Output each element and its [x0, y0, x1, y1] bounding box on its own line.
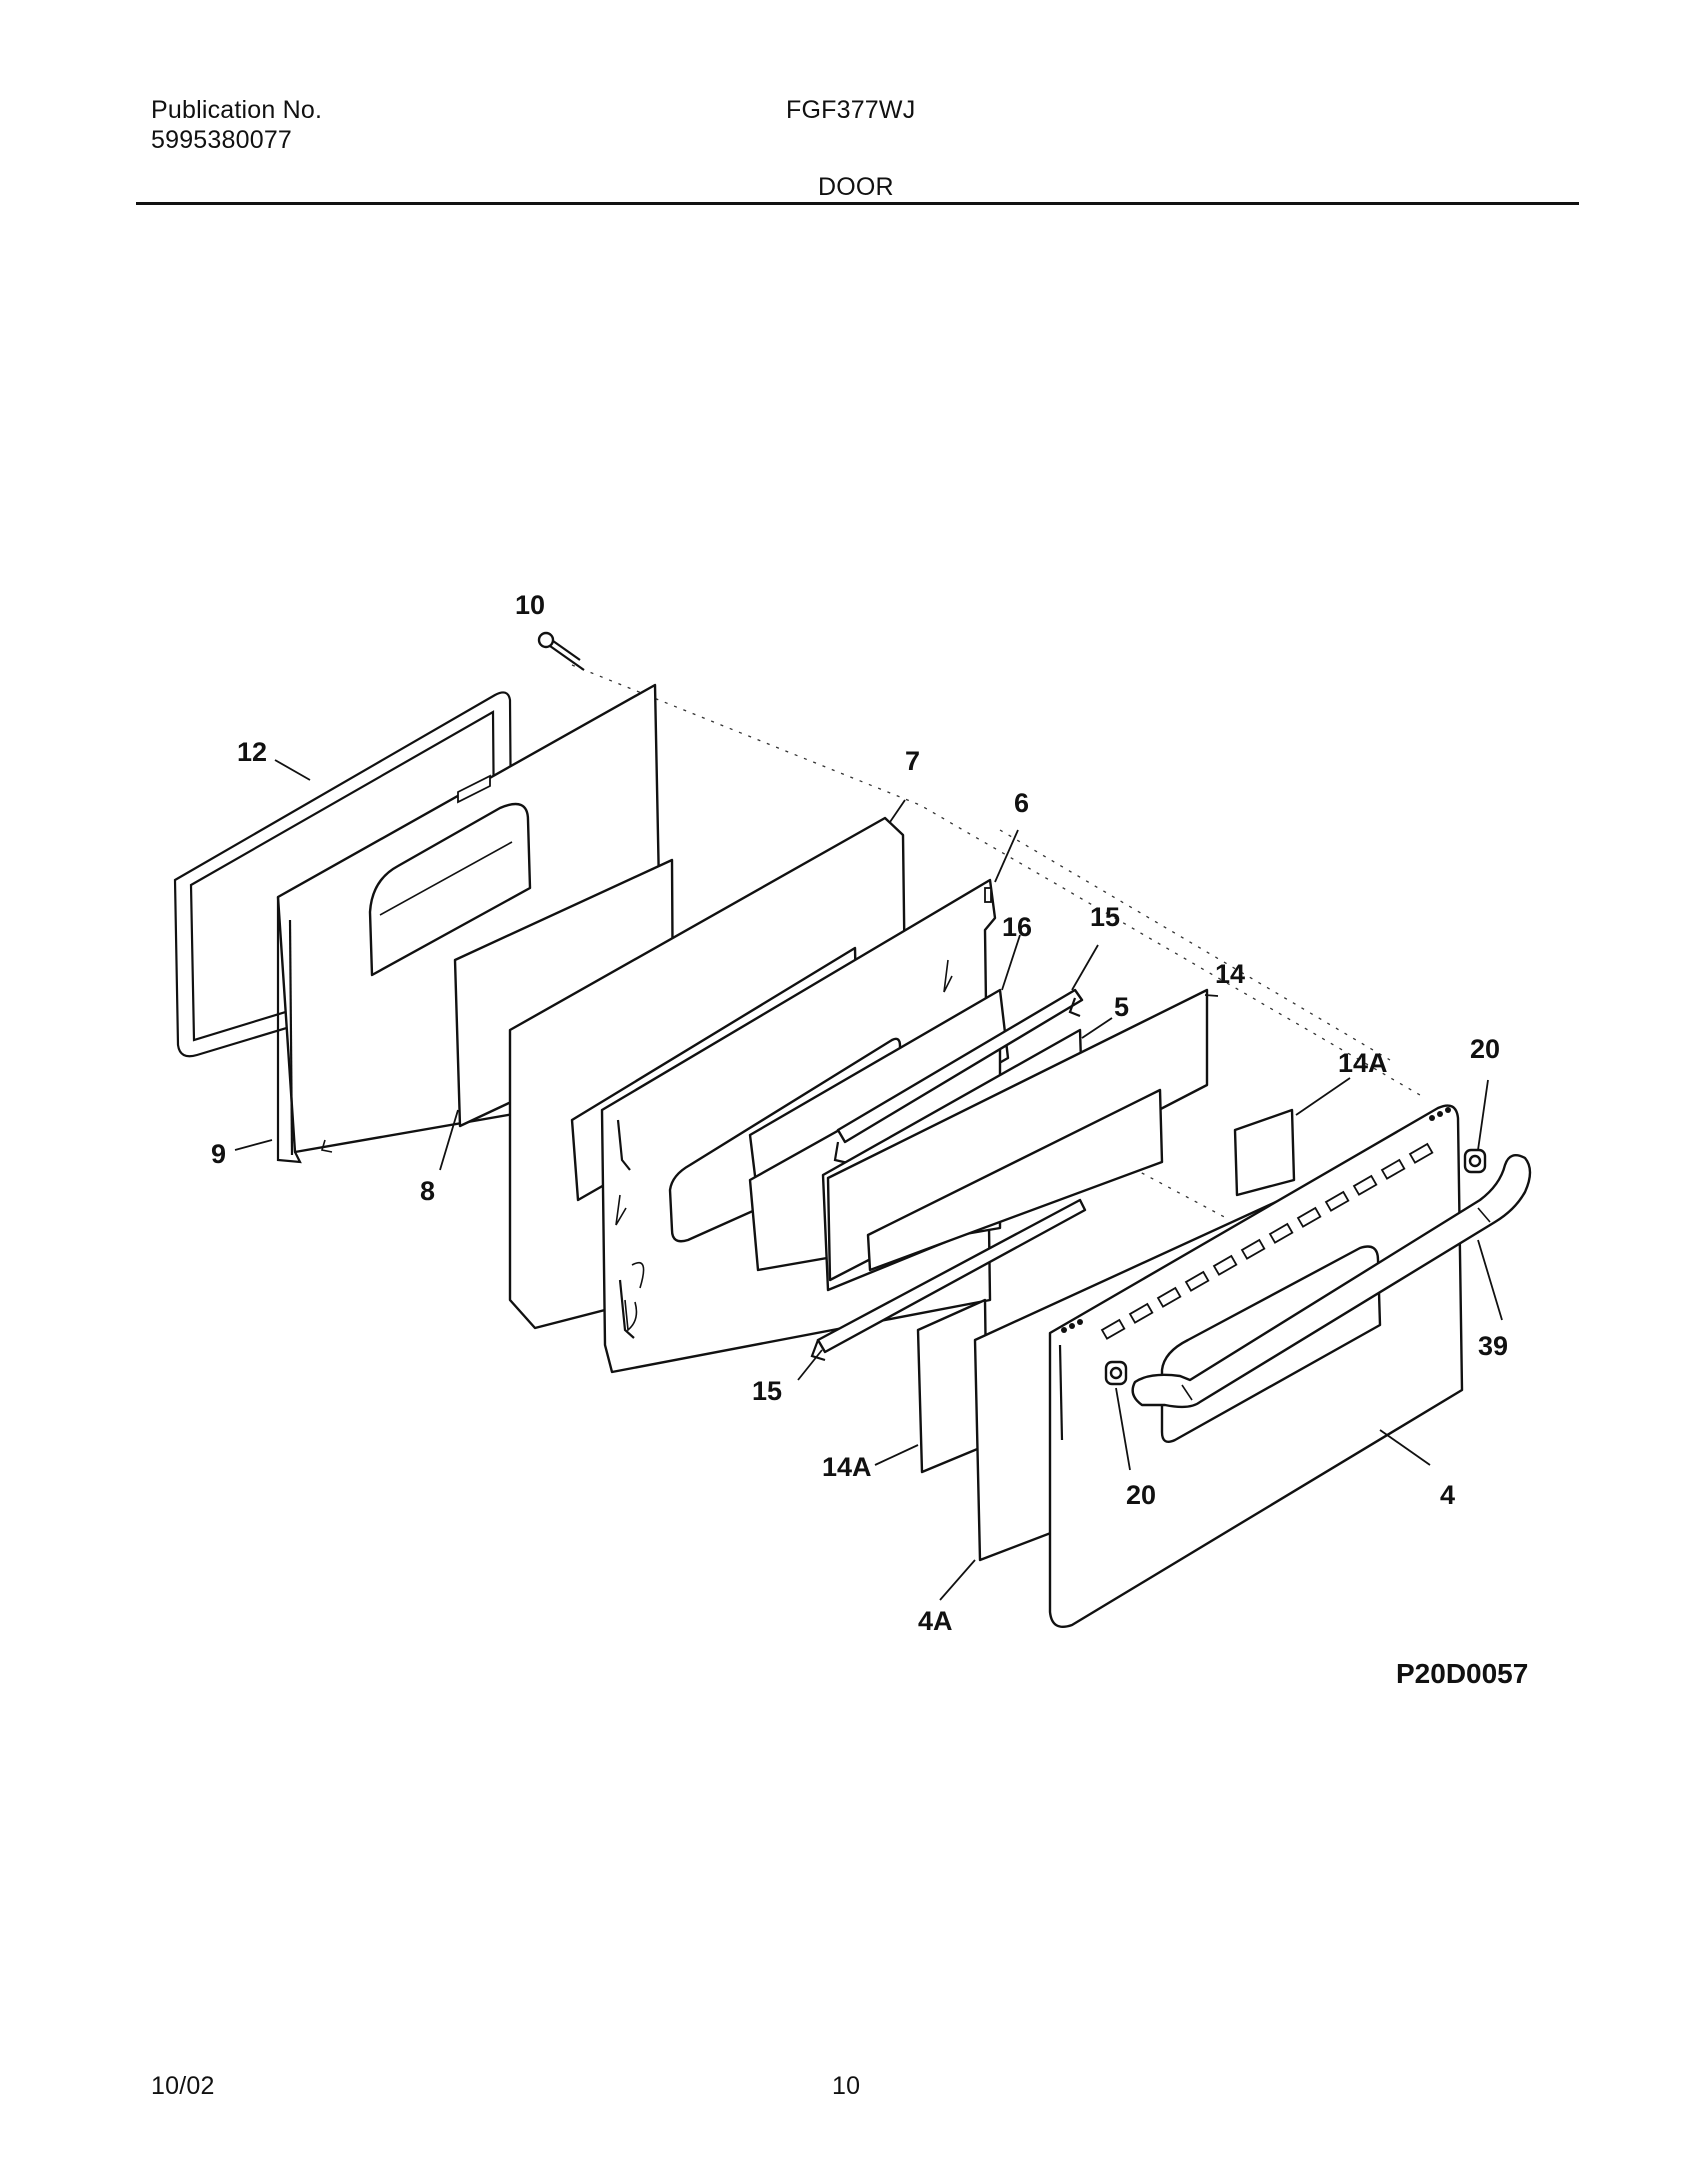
- callout-9: 9: [211, 1139, 226, 1169]
- callout-labels: 10 12 9 8 7 6 16 15 5 14 14A 20 39 15 14…: [211, 590, 1528, 1689]
- callout-7: 7: [905, 746, 920, 776]
- section-title: DOOR: [818, 173, 894, 201]
- callout-12: 12: [237, 737, 267, 767]
- part-14a-upper-insulation: [1233, 1108, 1296, 1197]
- callout-6: 6: [1014, 788, 1029, 818]
- callout-4a: 4A: [918, 1606, 953, 1636]
- part-15-upper-bracket: [833, 988, 1084, 1165]
- callout-5: 5: [1114, 992, 1129, 1022]
- callout-39: 39: [1478, 1331, 1508, 1361]
- callout-leader-lines: [234, 759, 1503, 1601]
- part-14-window-glass: [826, 988, 1209, 1282]
- publication-number: 5995380077: [151, 126, 293, 154]
- callout-14a-lower: 14A: [822, 1452, 872, 1482]
- part-10-screw: [537, 631, 585, 671]
- callout-16: 16: [1002, 912, 1032, 942]
- callout-10: 10: [515, 590, 545, 620]
- part-15-lower-bracket: [810, 1198, 1087, 1362]
- callout-14: 14: [1215, 959, 1245, 989]
- publication-label: Publication No.: [151, 96, 323, 124]
- callout-15-lower: 15: [752, 1376, 782, 1406]
- page-number: 10: [832, 2072, 861, 2100]
- callout-14a-upper: 14A: [1338, 1048, 1388, 1078]
- callout-4: 4: [1440, 1480, 1455, 1510]
- part-39-door-handle: [1131, 1154, 1532, 1409]
- callout-20-left: 20: [1126, 1480, 1156, 1510]
- footer-date: 10/02: [151, 2072, 215, 2100]
- callout-8: 8: [420, 1176, 435, 1206]
- callout-20-right: 20: [1470, 1034, 1500, 1064]
- part-20-handle-cap-right: [1463, 1148, 1487, 1174]
- callout-15-upper: 15: [1090, 902, 1120, 932]
- model-number: FGF377WJ: [786, 96, 916, 124]
- header-rule: [136, 202, 1579, 205]
- assembly-guide-lines: [571, 664, 1421, 1221]
- door-vent-slots: [1100, 1142, 1434, 1340]
- part-20-handle-cap-left: [1104, 1360, 1128, 1386]
- drawing-code: P20D0057: [1396, 1658, 1528, 1689]
